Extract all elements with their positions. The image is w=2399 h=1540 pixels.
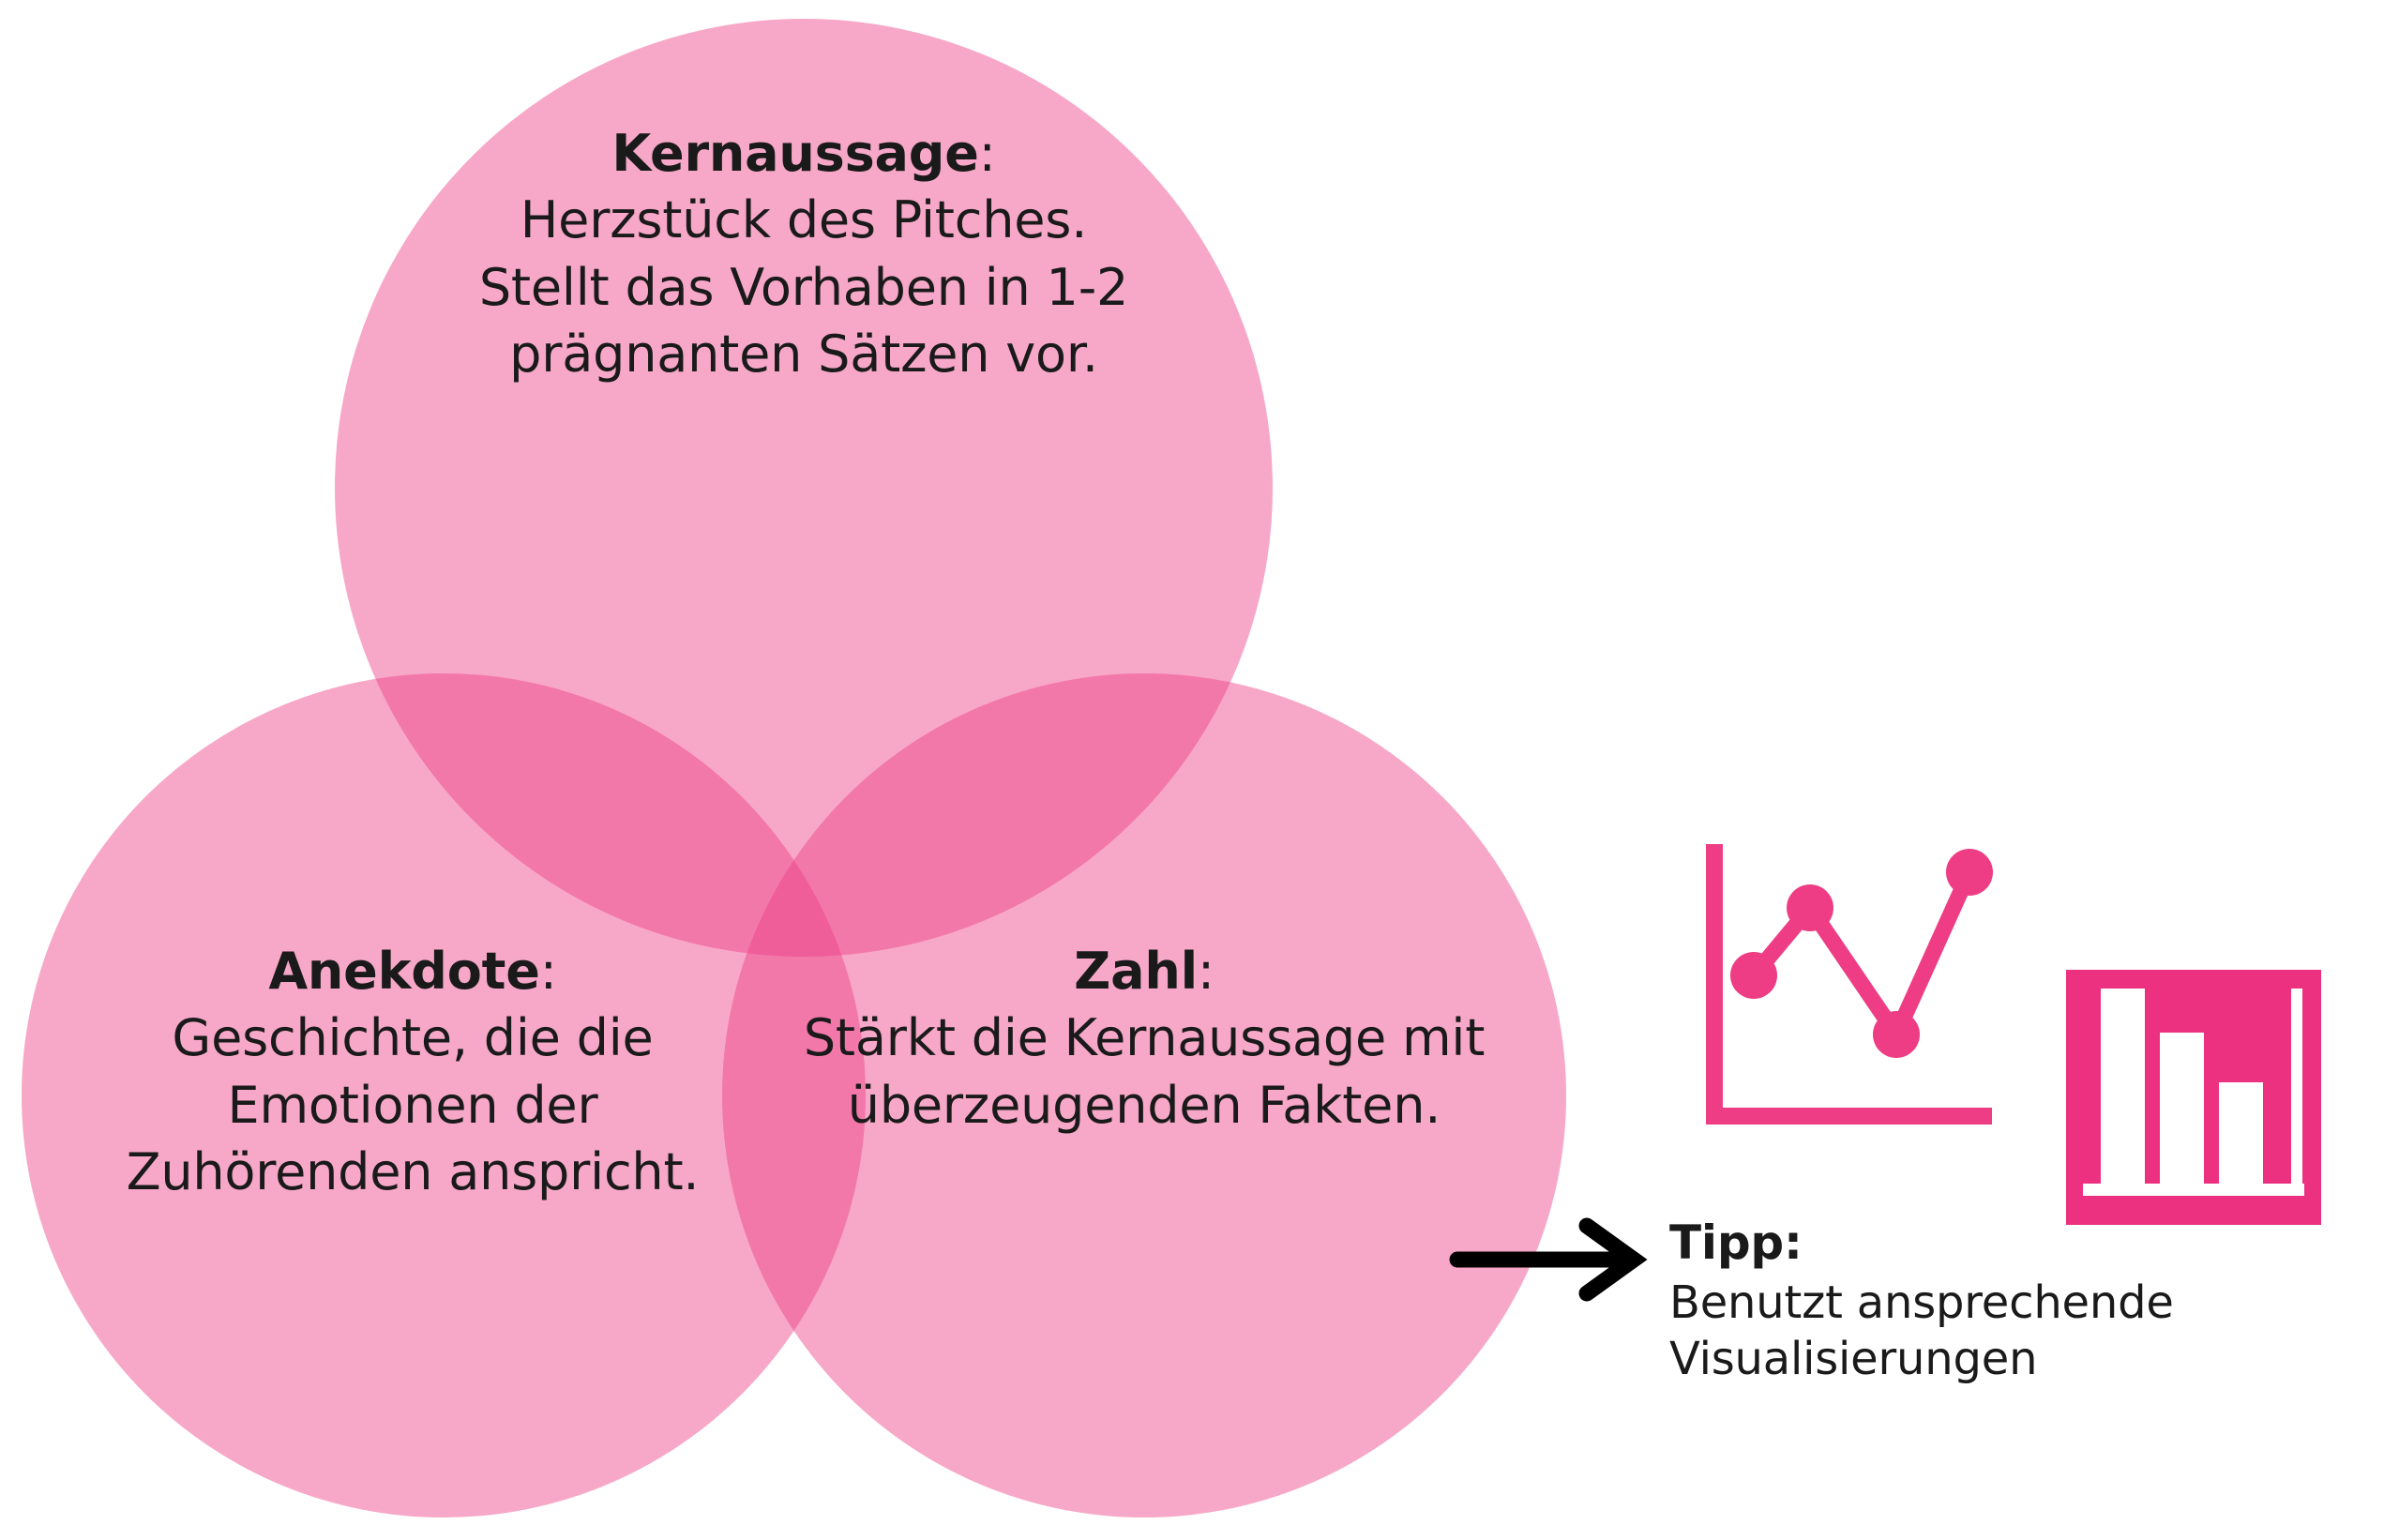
venn-separator-zahl: : [1197, 942, 1215, 1001]
tip-body: Benutzt ansprechende Visualisierungen [1669, 1276, 2174, 1386]
venn-body-kernaussage: Herzstück des Pitches. Stellt das Vorhab… [478, 190, 1129, 384]
line-chart-icon [1706, 844, 1993, 1125]
right-arrow-icon [1449, 1217, 1648, 1302]
venn-label-kernaussage: Kernaussage: Herzstück des Pitches. Stel… [457, 120, 1151, 387]
venn-title-anekdote: Anekdote [268, 942, 540, 1001]
venn-circle-kernaussage [335, 19, 1273, 957]
venn-separator-anekdote: : [539, 942, 557, 1001]
tip-title: Tipp: [1669, 1215, 1803, 1270]
venn-title-zahl: Zahl [1074, 942, 1198, 1001]
venn-title-kernaussage: Kernaussage [611, 124, 979, 183]
venn-body-anekdote: Geschichte, die die Emotionen der Zuhöre… [126, 1008, 700, 1201]
venn-separator-kernaussage: : [978, 124, 996, 183]
venn-body-zahl: Stärkt die Kernaussage mit überzeugenden… [803, 1008, 1486, 1135]
venn-circle-zahl [722, 673, 1566, 1517]
venn-circle-anekdote [22, 673, 866, 1517]
venn-label-anekdote: Anekdote: Geschichte, die die Emotionen … [75, 938, 750, 1205]
venn-label-zahl: Zahl: Stärkt die Kernaussage mit überzeu… [788, 938, 1501, 1139]
tip-callout: Tipp: Benutzt ansprechende Visualisierun… [1669, 1217, 2326, 1388]
bar-chart-icon [2066, 970, 2321, 1225]
